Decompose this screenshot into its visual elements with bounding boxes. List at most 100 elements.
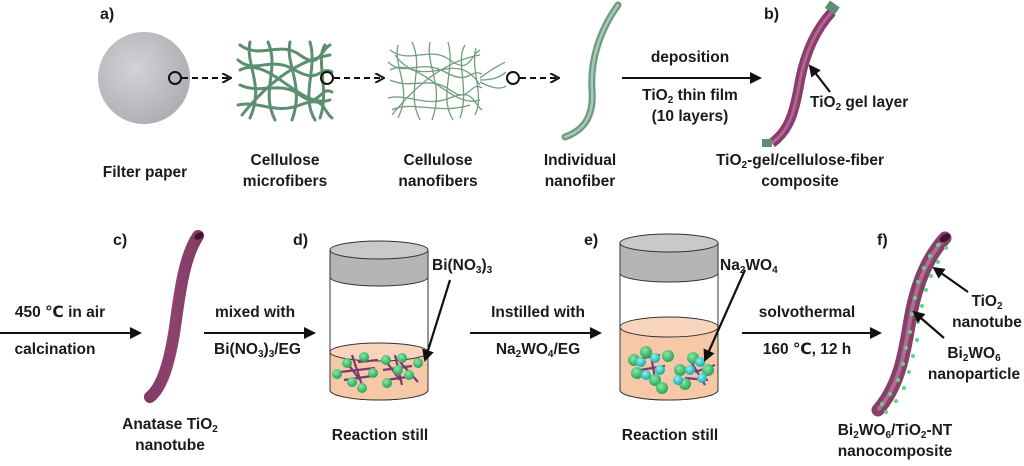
reaction-still-d (329, 240, 429, 401)
label-final-nanocomposite: Bi2WO6/TiO2-NT nanocomposite (820, 420, 970, 462)
label-line: nanofiber (544, 173, 616, 190)
fiber-core-end-bottom (762, 139, 772, 147)
text-run: /EG (274, 341, 301, 358)
subscript: 2 (962, 353, 969, 364)
text-run: TiO (642, 87, 668, 104)
panel-label-b: b) (764, 6, 780, 23)
label-line: composite (761, 173, 839, 190)
label-tio2-nanotube: TiO2 nanotube (950, 291, 1024, 333)
subscript: 6 (995, 353, 1001, 364)
label-calcination: calcination (14, 341, 96, 358)
text-run: ) (481, 257, 487, 274)
text-run: /EG (553, 341, 581, 358)
label-tio2-thin-film: TiO2 thin film (10 layers) (620, 85, 760, 127)
label-line: Cellulose (403, 152, 473, 169)
reaction-still-e (619, 233, 719, 401)
w-particles (636, 353, 707, 385)
subscript: 3 (257, 349, 264, 360)
filter-paper-disc (98, 32, 190, 124)
label-tio2-gel-layer: TiO2 gel layer (810, 92, 908, 113)
label-bi-no3-eg: Bi(NO3)3/EG (200, 339, 315, 360)
label-line: nanocomposite (837, 443, 953, 460)
text-run: ) (263, 341, 269, 358)
label-line: nanotube (952, 314, 1022, 331)
cellulose-nanofibers-mesh (387, 41, 507, 121)
text-run: gel layer (841, 94, 909, 111)
text-run: Bi(NO (432, 257, 476, 274)
label-individual-nanofiber: Individual nanofiber (525, 150, 635, 192)
panel-label-d: d) (293, 232, 309, 249)
bi-particles (332, 352, 423, 393)
subscript: 2 (515, 349, 522, 360)
label-160c-12h: 160 ℃, 12 h (762, 341, 852, 358)
subscript: 3 (268, 349, 275, 360)
label-mixed-with: mixed with (214, 304, 296, 321)
subscript: 2 (739, 265, 746, 276)
label-line: Anatase TiO2 (110, 414, 230, 435)
subscript: 2 (212, 424, 218, 435)
text-run: TiO (715, 152, 742, 169)
text-run: Bi (837, 422, 854, 439)
arrow-bi-no3 (422, 279, 452, 362)
zoom-circle-icon (506, 71, 520, 85)
zoom-circle-icon (320, 71, 334, 85)
text-run: TiO (971, 293, 997, 310)
bi2wo6-nanoparticles-on-tube (880, 243, 948, 414)
zoom-circle-icon (168, 71, 182, 85)
nanotube-opening (939, 233, 951, 243)
label-line: nanofibers (398, 173, 478, 190)
arrow-gel-layer (808, 64, 831, 93)
text-run: WO (968, 345, 996, 362)
label-line: Bi2WO6 (924, 343, 1024, 364)
label-line: Individual (543, 152, 617, 169)
label-line: microfibers (242, 173, 328, 190)
text-run: TiO (810, 94, 836, 111)
text-run: Bi(NO (214, 341, 258, 358)
text-run: -gel/cellulose-fiber (747, 152, 885, 169)
subscript: 3 (475, 265, 482, 276)
bi-particles (628, 346, 714, 394)
label-reaction-still-d: Reaction still (331, 427, 429, 444)
label-450c-in-air: 450 ℃ in air (14, 304, 106, 321)
arrow-tio2-nanotube (932, 266, 969, 293)
label-line: Bi2WO6/TiO2-NT (820, 420, 970, 441)
subscript: 6 (885, 430, 892, 441)
nanotube-highlight (876, 236, 947, 412)
arrow-na2wo4 (703, 269, 747, 362)
panel-label-a: a) (100, 6, 115, 23)
label-instilled-with: Instilled with (491, 304, 585, 321)
label-line: nanotube (135, 437, 205, 454)
label-bi-no3: Bi(NO3)3 (432, 255, 492, 276)
text-run: Anatase TiO (122, 416, 213, 433)
label-line: TiO2-gel/cellulose-fiber (690, 150, 910, 171)
label-na2wo4-eg: Na2WO4/EG (468, 339, 608, 360)
subscript: 4 (772, 265, 778, 276)
subscript: 2 (853, 430, 859, 441)
text-run: WO (521, 341, 548, 358)
label-cellulose-nanofibers: Cellulose nanofibers (383, 150, 493, 192)
nanotube-opening (194, 232, 204, 240)
label-line: TiO2 (950, 291, 1024, 312)
subscript: 2 (920, 430, 927, 441)
fiber-highlight (563, 3, 620, 139)
label-na2wo4: Na2WO4 (720, 255, 778, 276)
panel-label-f: f) (877, 232, 888, 249)
fiber-core-end-top (824, 0, 840, 15)
subscript: 4 (547, 349, 554, 360)
label-cellulose-microfibers: Cellulose microfibers (230, 150, 340, 192)
text-run: Bi (947, 345, 963, 362)
text-run: WO (858, 422, 886, 439)
nanotube-body (144, 230, 204, 403)
label-reaction-still-e: Reaction still (621, 427, 719, 444)
subscript: 2 (997, 301, 1003, 312)
label-line: Cellulose (250, 152, 320, 169)
label-line: (10 layers) (651, 108, 729, 125)
label-bi2wo6-nanoparticle: Bi2WO6 nanoparticle (924, 343, 1024, 385)
panel-label-e: e) (584, 232, 599, 249)
text-run: Na (495, 341, 516, 358)
subscript: 3 (486, 265, 493, 276)
arrow-bi2wo6-nanoparticle (912, 310, 945, 339)
label-filter-paper: Filter paper (102, 164, 188, 181)
fiber-highlight (771, 10, 834, 145)
label-deposition: deposition (650, 49, 730, 66)
